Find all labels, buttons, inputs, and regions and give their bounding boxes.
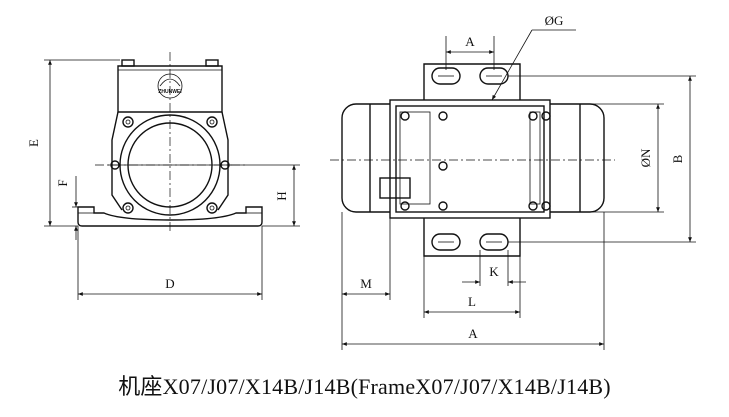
dim-H-label: H (274, 191, 289, 200)
top-view: A ØG ØN B K L M A (330, 13, 696, 350)
dim-F-label: F (55, 179, 70, 186)
front-view: ZHUNWEI E F (26, 52, 300, 300)
dim-A-top-label: A (465, 34, 475, 49)
dim-L-label: L (468, 294, 476, 309)
dim-N-label: ØN (638, 148, 653, 167)
dim-A-bottom-label: A (468, 326, 478, 341)
figure-caption: 机座X07/J07/X14B/J14B(FrameX07/J07/X14B/J1… (118, 374, 611, 399)
dim-M-label: M (360, 276, 372, 291)
front-bolts (110, 116, 230, 214)
dim-E-label: E (26, 139, 41, 147)
dim-D-label: D (165, 276, 174, 291)
dim-G-label: ØG (545, 13, 564, 28)
top-bolts (400, 111, 551, 211)
dim-B-label: B (670, 154, 685, 163)
dim-K-label: K (489, 264, 499, 279)
